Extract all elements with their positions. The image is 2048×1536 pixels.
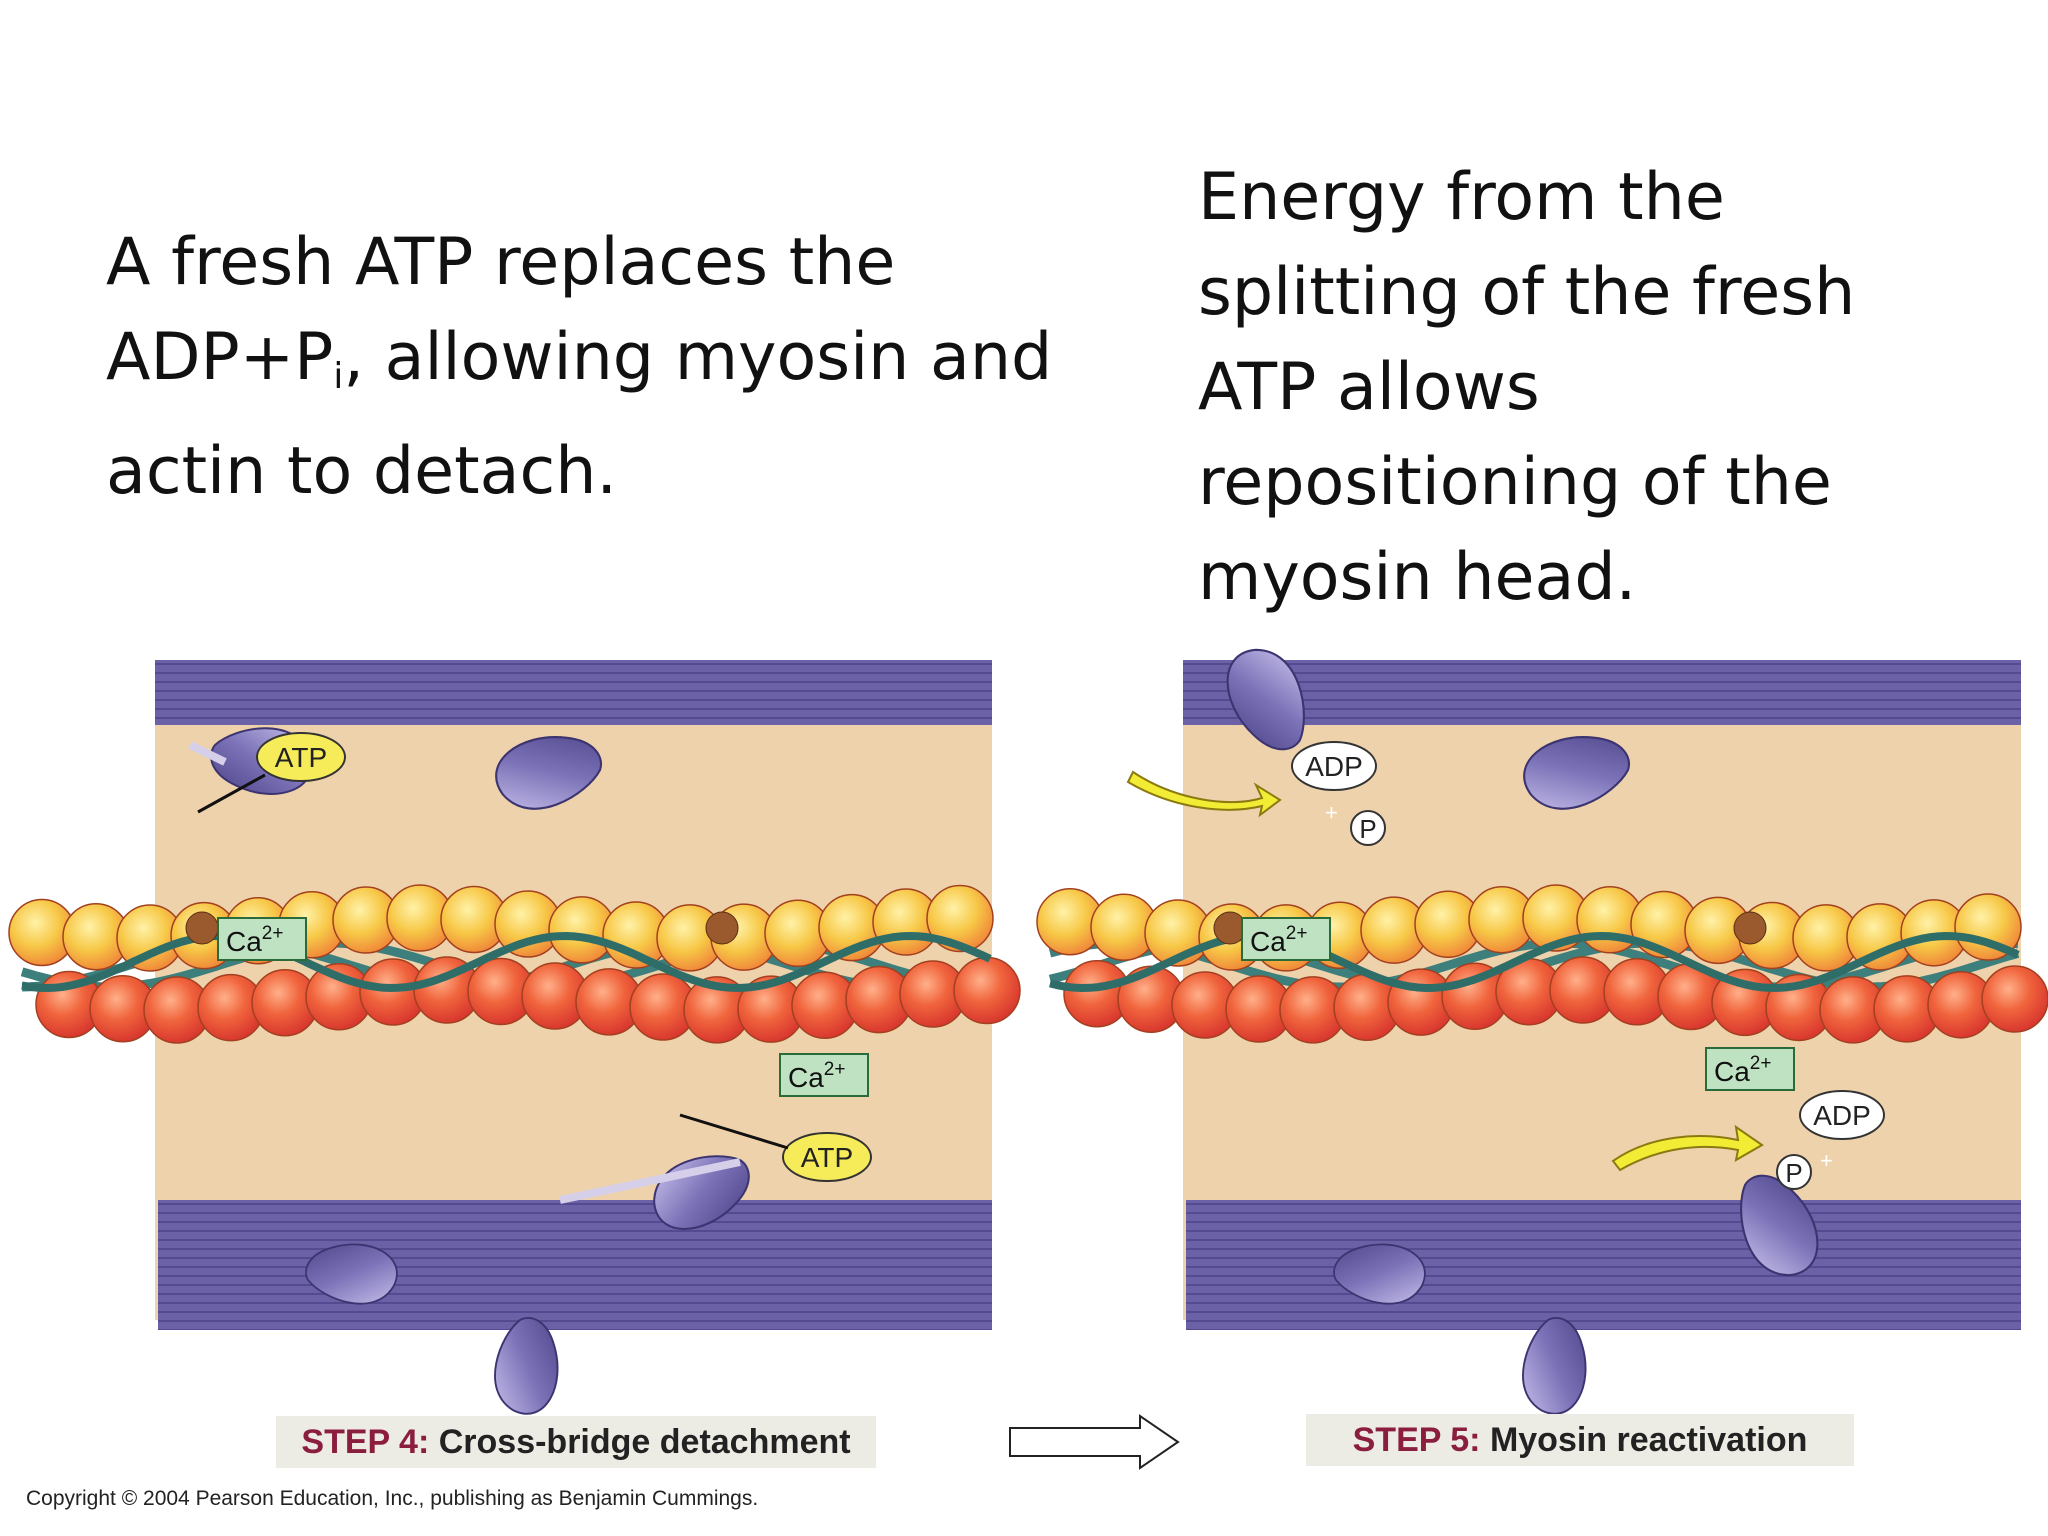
svg-text:Ca2+: Ca2+ xyxy=(788,1059,845,1093)
troponin-knob xyxy=(705,911,739,945)
atp-bubble: ATP xyxy=(782,1132,872,1182)
panel-step5: Ca2+ Ca2+ ADP + P ADP P + xyxy=(1036,637,2048,1420)
step-number: STEP 5: xyxy=(1352,1421,1481,1459)
caption-text: , allowing myosin and xyxy=(343,320,1053,395)
actin-bead xyxy=(926,884,994,953)
caption-line: repositioning of the xyxy=(1198,445,1832,520)
ca-superscript: 2+ xyxy=(262,923,284,944)
ca-label: Ca2+ xyxy=(1241,917,1331,961)
actin-filament xyxy=(1036,884,2048,1044)
adp-label: ADP xyxy=(1305,751,1363,782)
actin-bead xyxy=(953,956,1021,1025)
myosin-neck xyxy=(188,741,227,766)
phosphate-bubble: P xyxy=(1350,810,1386,846)
svg-text:Ca2+: Ca2+ xyxy=(1250,923,1307,957)
binding-arrow xyxy=(197,773,266,814)
step4-title: STEP 4: Cross-bridge detachment xyxy=(276,1416,876,1468)
plus-sign: + xyxy=(1820,1148,1833,1173)
yellow-arrow xyxy=(1126,770,1282,818)
troponin-knob xyxy=(185,911,219,945)
caption-adp-pi: ADP+P xyxy=(106,320,334,395)
caption-step5: Energy from the splitting of the fresh A… xyxy=(1198,150,2018,625)
step-arrow-icon xyxy=(1009,1414,1180,1470)
caption-line: ATP allows xyxy=(1198,350,1540,425)
atp-label: ATP xyxy=(801,1142,853,1173)
phosphate-bubble: P xyxy=(1776,1154,1812,1190)
caption-line: splitting of the fresh xyxy=(1198,255,1856,330)
myosin-neck xyxy=(559,1158,741,1204)
copyright: Copyright © 2004 Pearson Education, Inc.… xyxy=(26,1487,759,1510)
step-text: Myosin reactivation xyxy=(1489,1421,1808,1459)
phosphate-label: P xyxy=(1359,814,1376,844)
phosphate-label: P xyxy=(1785,1158,1802,1188)
ca-label: Ca2+ xyxy=(217,917,307,961)
step5-title: STEP 5: Myosin reactivation xyxy=(1306,1414,1854,1466)
adp-bubble: ADP xyxy=(1799,1090,1885,1140)
caption-line: ADP+Pi, allowing myosin and xyxy=(106,310,1086,424)
thick-filament-bottom xyxy=(158,1200,992,1330)
caption-line: Energy from the xyxy=(1198,160,1725,235)
thick-filament-top xyxy=(1183,660,2021,725)
adp-bubble: ADP xyxy=(1291,741,1377,791)
step-text: Cross-bridge detachment xyxy=(438,1423,851,1461)
thick-filament-top xyxy=(155,660,992,725)
svg-text:Ca2+: Ca2+ xyxy=(1714,1053,1771,1087)
ca-text: Ca xyxy=(1714,1056,1750,1087)
binding-arrow xyxy=(679,1113,789,1150)
caption-line: A fresh ATP replaces the xyxy=(106,225,896,300)
actin-bead xyxy=(1954,893,2022,961)
atp-label: ATP xyxy=(275,742,327,773)
step-number: STEP 4: xyxy=(301,1423,430,1461)
caption-line: myosin head. xyxy=(1198,540,1637,615)
ca-superscript: 2+ xyxy=(824,1059,846,1080)
ca-superscript: 2+ xyxy=(1750,1053,1772,1074)
caption-line: actin to detach. xyxy=(106,433,618,509)
yellow-arrow xyxy=(1611,1124,1764,1172)
ca-label: Ca2+ xyxy=(1705,1047,1795,1091)
ca-superscript: 2+ xyxy=(1286,923,1308,944)
atp-bubble: ATP xyxy=(256,732,346,782)
plus-sign: + xyxy=(1325,800,1338,825)
svg-text:Ca2+: Ca2+ xyxy=(226,923,283,957)
tropomyosin-strand xyxy=(1049,931,2020,993)
actin-bead xyxy=(1981,965,2048,1033)
ca-text: Ca xyxy=(226,926,262,957)
ca-text: Ca xyxy=(788,1062,824,1093)
actin-filament xyxy=(8,884,1021,1044)
panel-step4: Ca2+ Ca2+ ATP ATP xyxy=(8,660,1021,1420)
ca-label: Ca2+ xyxy=(779,1053,869,1097)
adp-label: ADP xyxy=(1813,1100,1871,1131)
tropomyosin-strand xyxy=(21,931,992,993)
thick-filament-bottom xyxy=(1186,1200,2021,1330)
caption-step4: A fresh ATP replaces the ADP+Pi, allowin… xyxy=(106,215,1086,519)
caption-subscript-i: i xyxy=(333,355,344,397)
troponin-knob xyxy=(1733,911,1767,945)
ca-text: Ca xyxy=(1250,926,1286,957)
